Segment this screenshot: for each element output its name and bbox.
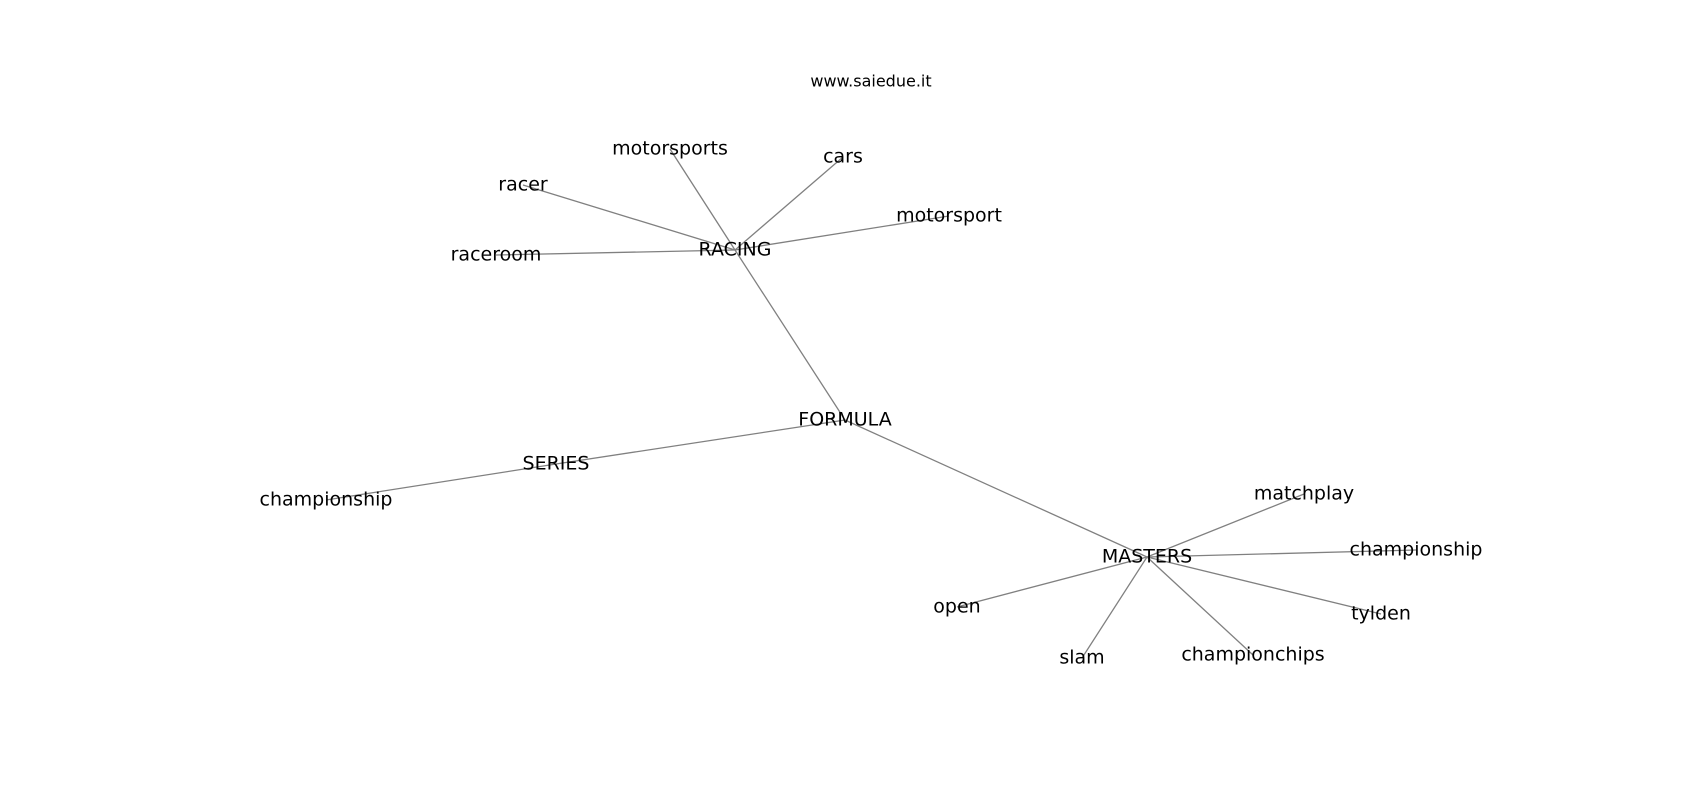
node-label-motorsport: motorsport	[896, 205, 1002, 227]
edge-masters-championchips	[1146, 556, 1254, 656]
node-label-racing: RACING	[699, 239, 772, 261]
node-layer: FORMULA RACING SERIES MASTERS motorsports car…	[260, 138, 1483, 669]
node-label-cars: cars	[823, 146, 863, 168]
node-label-racer: racer	[498, 174, 548, 196]
node-label-raceroom: raceroom	[451, 244, 542, 266]
node-label-motorsports: motorsports	[612, 138, 728, 160]
edge-racing-motorsports	[669, 148, 736, 251]
edge-formula-masters	[844, 419, 1148, 558]
node-label-championship_masters: championship	[1350, 539, 1483, 561]
node-label-championchips: championchips	[1181, 644, 1324, 666]
edge-masters-tylden	[1146, 556, 1382, 615]
node-label-championship_series: championship	[260, 489, 393, 511]
edge-masters-championship_masters	[1146, 549, 1417, 558]
site-watermark-label: www.saiedue.it	[810, 72, 931, 91]
node-label-matchplay: matchplay	[1254, 483, 1354, 505]
edge-racing-raceroom	[495, 249, 736, 256]
edge-masters-matchplay	[1146, 493, 1305, 558]
node-label-tylden: tylden	[1351, 603, 1411, 625]
node-label-open: open	[933, 596, 980, 618]
node-label-masters: MASTERS	[1102, 546, 1192, 568]
node-label-series: SERIES	[523, 453, 590, 475]
edge-racing-racer	[522, 184, 736, 251]
edge-masters-slam	[1081, 556, 1148, 659]
edge-racing-motorsport	[734, 215, 950, 251]
node-label-slam: slam	[1059, 647, 1104, 669]
edge-formula-series	[555, 419, 846, 465]
edge-masters-open	[956, 556, 1148, 608]
edge-formula-racing	[734, 249, 846, 421]
edge-racing-cars	[734, 156, 844, 251]
node-label-formula: FORMULA	[798, 409, 891, 431]
edge-series-championship_series	[325, 463, 557, 501]
edge-layer	[325, 148, 1417, 659]
